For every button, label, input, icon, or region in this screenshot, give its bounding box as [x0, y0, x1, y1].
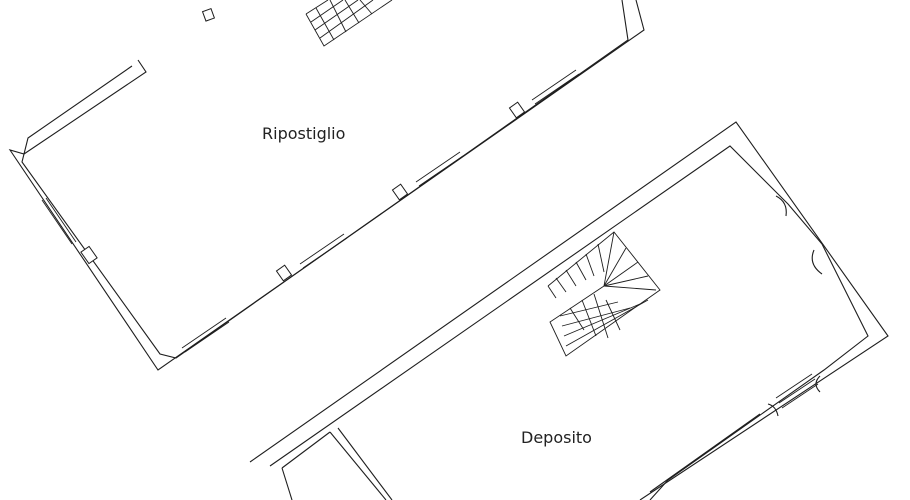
upper-room-small-pier: [201, 7, 216, 22]
room-label-ripostiglio: Ripostiglio: [262, 124, 346, 143]
lower-room-pier-notch-3: [815, 375, 821, 393]
room-label-deposito: Deposito: [521, 428, 592, 447]
lower-room-pier-notch-2: [811, 249, 823, 275]
upper-room-pier-2: [391, 183, 409, 201]
lower-room-partition: [281, 427, 393, 500]
upper-room-inner-wall: [21, 0, 629, 359]
lower-room-inner-wall: [269, 145, 869, 500]
upper-room: [8, 0, 645, 371]
lower-room-window: [775, 373, 819, 409]
lower-room-pier-notch-1: [775, 195, 787, 217]
upper-room-outer-wall: [8, 0, 645, 371]
lower-room-pier-notch-4: [767, 403, 779, 417]
upper-room-pier-4: [80, 245, 98, 265]
upper-room-pier-3: [275, 264, 293, 282]
upper-room-staircase: [305, 0, 393, 47]
lower-room-outer-wall: [249, 121, 889, 500]
upper-room-pier-1: [508, 101, 526, 119]
lower-room-staircase: [547, 231, 661, 357]
upper-room-windows: [41, 69, 580, 353]
lower-room-lower-wall: [649, 413, 761, 493]
lower-room: [249, 121, 889, 500]
